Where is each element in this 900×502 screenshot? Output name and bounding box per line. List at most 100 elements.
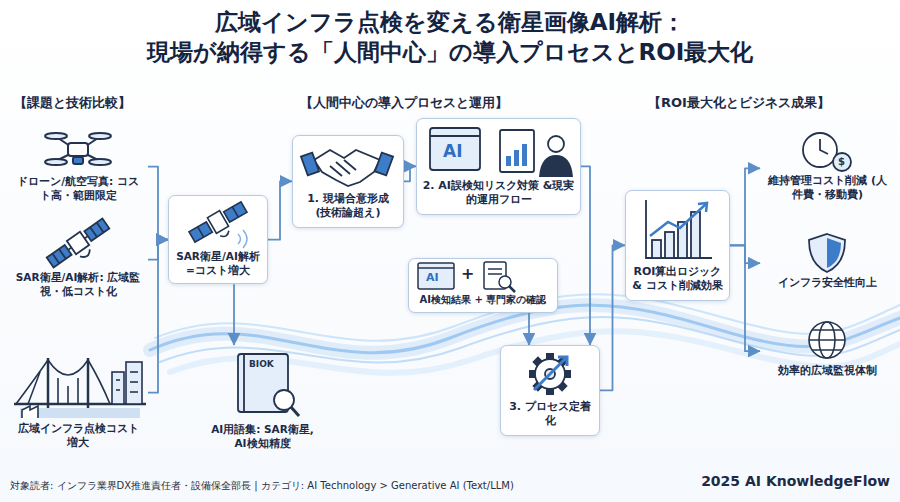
ai-result-icon-part [418, 267, 454, 269]
expert-icon-part [506, 156, 511, 166]
shield-icon-part [809, 234, 845, 272]
satellite-icon [46, 217, 115, 276]
gear-teeth-part [546, 387, 554, 395]
infrastructure-icon-part [87, 358, 90, 416]
result-item: 効率的広域監視体制 [760, 318, 895, 384]
process-box: AI検知結果 + 専門家の確認 [408, 258, 558, 313]
infrastructure-icon-part [77, 378, 79, 404]
infrastructure-icon-part [130, 391, 138, 393]
document-check-icon-part [488, 268, 502, 270]
clock-coin-icon-part [833, 153, 851, 171]
process-box: 3. プロセス定着化 [500, 345, 600, 436]
expert-icon-part [514, 150, 519, 166]
infrastructure-icon-part [57, 378, 59, 404]
signal-waves-part [238, 234, 241, 244]
drone-icon-part [58, 154, 70, 160]
globe-icon-part [819, 322, 835, 358]
shield-icon [809, 234, 845, 272]
process-box: ROI算出ロジック & コスト削減効果 [625, 190, 730, 301]
infrastructure-icon-part [28, 372, 40, 404]
signal-waves-part [243, 230, 247, 248]
process-box: 1. 現場合意形成 (技術論超え) [292, 135, 404, 228]
satellite-icon-part [47, 245, 72, 267]
drone-icon-part [45, 133, 67, 139]
result-item: インフラ安全性向上 [760, 230, 895, 296]
gear-teeth [529, 353, 571, 395]
book-icon [238, 354, 299, 416]
footer-note: 対象読者: インフラ業界DX推進責任者・設備保全部長 | カテゴリ: AI Te… [10, 480, 514, 491]
result-item: 維持管理コスト削減 (人件費・移動費) [760, 128, 895, 209]
book-icon-part [274, 390, 294, 410]
drone-icon-part [86, 138, 98, 146]
expert-icon-part [540, 156, 572, 176]
icon-label: $ [838, 156, 845, 167]
gear-teeth-part [532, 380, 543, 391]
ai-screen-icon-part [430, 135, 480, 137]
infrastructure-icon [14, 358, 146, 418]
infrastructure-icon-part [116, 379, 120, 381]
roi-chart-icon-part [665, 232, 674, 258]
flow-arrow [581, 166, 590, 345]
infrastructure-icon-part [112, 372, 124, 404]
satellite-icon-part [52, 254, 59, 264]
satellite-icon [188, 199, 252, 251]
problem-item: 広域インフラ点検コスト増大 [8, 330, 148, 455]
globe-icon-part [809, 322, 845, 358]
flow-arrow [148, 240, 168, 393]
flow-arrow [730, 245, 760, 263]
node-text: AI検知結果 + 専門家の確認 [414, 293, 552, 306]
satellite-icon-part [85, 236, 88, 238]
flow-arrow [148, 167, 168, 240]
satellite-icon-part [68, 248, 71, 250]
handshake-icon [301, 150, 393, 186]
satellite-icon-part [90, 227, 97, 237]
satellite-icon-part [232, 207, 238, 217]
flow-arrow [528, 313, 530, 345]
ai-result-icon-part [418, 263, 454, 289]
expert-icon-part [500, 130, 534, 172]
expert-icon [500, 130, 572, 176]
shield-icon-part [827, 238, 841, 268]
footer-note: 2025 AI KnowledgeFlow [701, 474, 890, 489]
roi-chart-icon [646, 200, 712, 258]
infrastructure-icon-part [130, 381, 138, 383]
book-icon-part [238, 354, 288, 412]
node-text: 2. AI誤検知リスク対策 &現実的運用フロー [422, 179, 575, 208]
node-text: AI用語集: SAR衛星, AI検知精度 [205, 423, 320, 450]
satellite-icon-part [67, 232, 89, 254]
globe-icon-part [809, 339, 845, 341]
roi-chart-icon-part [698, 203, 707, 212]
drone-icon-part [86, 154, 98, 160]
ai-result-icon [418, 263, 454, 289]
roi-chart-icon-part [646, 200, 712, 258]
flow-arrow [233, 284, 235, 345]
gear-icon-part [535, 359, 565, 389]
drone-icon-part [89, 159, 111, 165]
flow-arrow [730, 245, 760, 351]
icon-label: + [461, 265, 474, 283]
book-icon-part [243, 354, 245, 412]
gear-icon-part [545, 369, 555, 379]
section-heading: 【課題と技術比較】 [14, 96, 131, 110]
flow-arrow [148, 240, 168, 260]
satellite-icon-part [224, 202, 247, 222]
infrastructure-icon-part [14, 403, 146, 406]
drone-icon-part [89, 133, 111, 139]
section-heading: 【ROI最大化とビジネス成果】 [648, 96, 830, 110]
satellite-icon-part [198, 227, 204, 237]
gear-teeth-part [529, 370, 537, 378]
section-heading: 【人間中心の導入プロセスと運用】 [300, 96, 508, 110]
drone-icon-part [45, 159, 67, 165]
node-text: インフラ安全性向上 [765, 276, 890, 290]
roi-chart-icon-part [678, 222, 687, 258]
gear-teeth-part [532, 356, 543, 367]
drone-icon [45, 133, 111, 165]
flow-arrow [404, 166, 416, 181]
ai-screen-icon-part [430, 128, 480, 170]
globe-icon [809, 322, 845, 358]
clock-coin-icon [803, 133, 851, 171]
gear-teeth-part [546, 353, 554, 361]
document-check-icon-part [484, 262, 506, 289]
